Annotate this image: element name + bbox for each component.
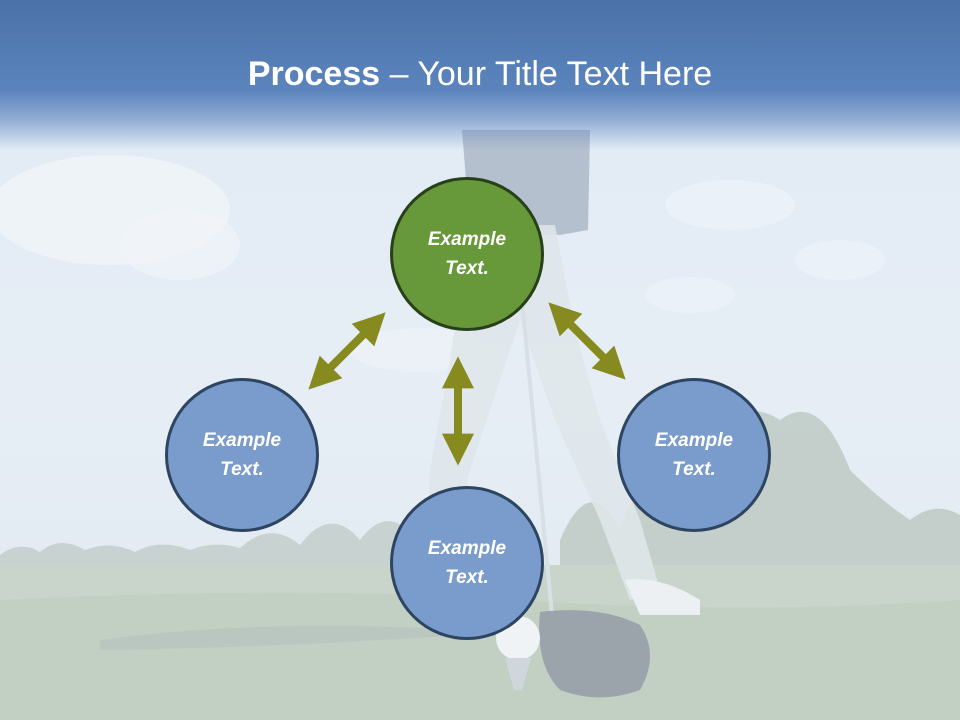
process-node-top: Example Text. bbox=[390, 177, 544, 331]
arrow-top-left bbox=[308, 312, 386, 390]
process-node-right-text: Example Text. bbox=[654, 430, 734, 480]
slide-title: Process – Your Title Text Here bbox=[0, 52, 960, 96]
title-rest: – Your Title Text Here bbox=[380, 55, 713, 93]
title-band bbox=[0, 0, 960, 150]
process-node-bottom: Example Text. bbox=[390, 486, 544, 640]
process-node-left: Example Text. bbox=[165, 378, 319, 532]
process-node-top-text: Example Text. bbox=[427, 229, 507, 279]
arrow-top-right bbox=[548, 302, 626, 380]
title-bold: Process bbox=[247, 55, 381, 93]
process-node-right: Example Text. bbox=[617, 378, 771, 532]
process-node-left-text: Example Text. bbox=[202, 430, 282, 480]
process-node-bottom-text: Example Text. bbox=[427, 538, 507, 588]
